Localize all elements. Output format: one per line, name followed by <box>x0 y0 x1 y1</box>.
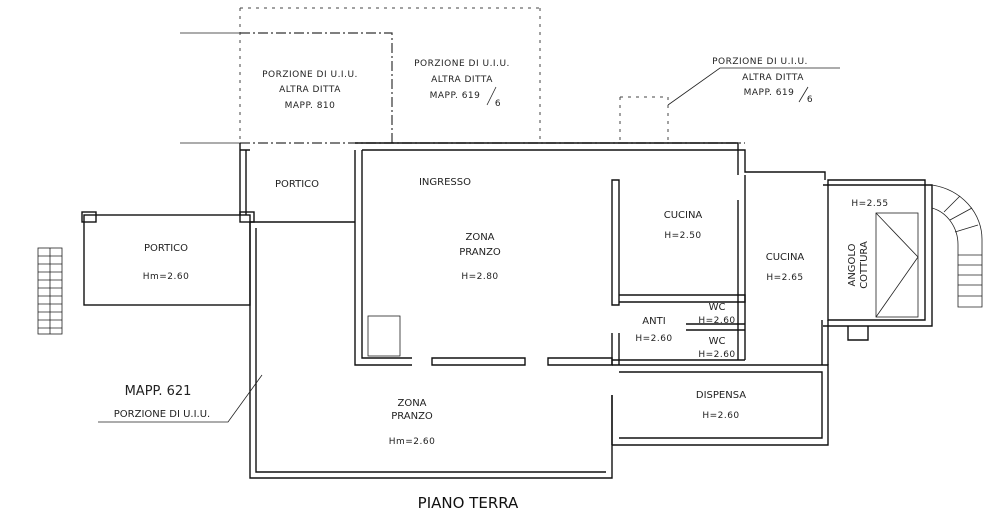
neighbor-label-line: MAPP. 619 <box>430 91 481 101</box>
room-height: H=2.60 <box>702 411 739 421</box>
neighbor-label-line: ALTRA DITTA <box>431 75 493 85</box>
neighbor-label-line: PORZIONE DI U.I.U. <box>414 59 510 69</box>
room-portico-upper: PORTICO <box>275 179 319 190</box>
neighbor-label-619-b: PORZIONE DI U.I.U. ALTRA DITTA MAPP. 619… <box>712 57 813 105</box>
room-height: H=2.65 <box>766 273 803 283</box>
neighbor-label-line: ALTRA DITTA <box>742 73 804 83</box>
room-name-line: ANGOLO <box>847 243 858 286</box>
room-portico-left: PORTICO <box>144 243 188 254</box>
unit-leader-line <box>98 374 263 423</box>
unit-mapp-label: MAPP. 621 <box>125 384 192 399</box>
room-height: H=2.60 <box>635 334 672 344</box>
neighbor-label-line: MAPP. 619 <box>744 88 795 98</box>
walls <box>81 142 933 479</box>
room-height: H=2.55 <box>851 199 888 209</box>
room-height: H=2.60 <box>698 316 735 326</box>
room-angolo-cottura: ANGOLO COTTURA <box>847 241 870 289</box>
room-height: H=2.50 <box>664 231 701 241</box>
room-wc: WC <box>709 302 726 313</box>
room-ingresso: INGRESSO <box>419 177 471 188</box>
plan-title: PIANO TERRA <box>418 494 519 512</box>
room-cucina: CUCINA <box>766 252 805 263</box>
neighbor-fraction: 6 <box>807 95 813 105</box>
right-curved-staircase <box>931 184 983 308</box>
room-wc: WC <box>709 336 726 347</box>
room-height: H=2.80 <box>461 272 498 282</box>
room-zona-pranzo: PRANZO <box>459 247 501 258</box>
neighbor-fraction: 6 <box>495 99 501 109</box>
neighbor-label-line: ALTRA DITTA <box>279 85 341 95</box>
room-dispensa: DISPENSA <box>696 390 746 401</box>
neighbor-label-line: PORZIONE DI U.I.U. <box>712 57 808 67</box>
neighbor-label-line: PORZIONE DI U.I.U. <box>262 70 358 80</box>
neighbor-label-line: MAPP. 810 <box>285 101 336 111</box>
room-zona-pranzo: ZONA <box>465 232 494 243</box>
room-height: Hm=2.60 <box>143 272 190 282</box>
neighbor-label-619-a: PORZIONE DI U.I.U. ALTRA DITTA MAPP. 619… <box>414 59 510 109</box>
room-cucina: CUCINA <box>664 210 703 221</box>
room-anti: ANTI <box>642 316 665 327</box>
room-name-line: COTTURA <box>859 241 870 289</box>
left-staircase <box>37 247 63 335</box>
room-zona-pranzo: PRANZO <box>391 411 433 422</box>
unit-description: PORZIONE DI U.I.U. <box>114 409 210 420</box>
room-zona-pranzo: ZONA <box>397 398 426 409</box>
room-height: Hm=2.60 <box>389 437 436 447</box>
room-height: H=2.60 <box>698 350 735 360</box>
neighbor-label-810: PORZIONE DI U.I.U. ALTRA DITTA MAPP. 810 <box>262 70 358 111</box>
